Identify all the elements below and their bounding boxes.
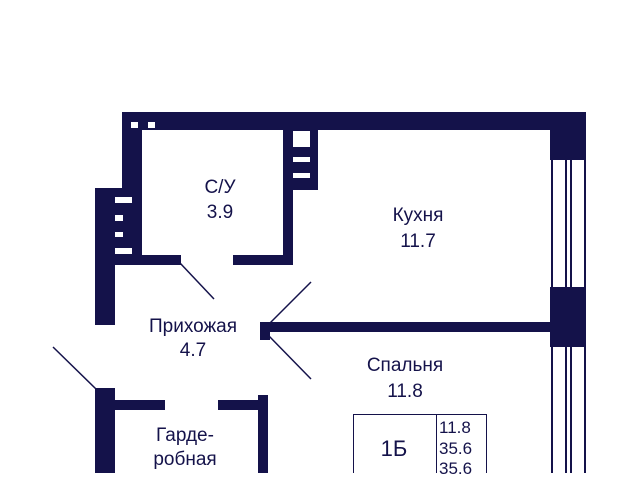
room-name-bathroom: С/У — [204, 177, 236, 198]
bathroom-bottom-wall-left — [95, 255, 181, 265]
wardrobe-right-wall — [258, 395, 268, 473]
apartment-type: 1Б — [380, 436, 408, 461]
room-area-bathroom: 3.9 — [206, 202, 234, 223]
legend-box — [353, 414, 487, 473]
room-name-kitchen: Кухня — [392, 205, 444, 226]
room-area-hallway: 4.7 — [179, 340, 207, 361]
walls — [95, 112, 586, 473]
right-wall-mid-block — [550, 287, 586, 347]
legend-value-total2: 35.6 — [439, 459, 473, 478]
legend-value-living: 11.8 — [439, 418, 471, 437]
legend-value-total: 35.6 — [439, 439, 473, 458]
bathroom-right-wall — [283, 128, 293, 265]
door-jamb — [260, 322, 270, 340]
kitchen-bedroom-wall — [262, 322, 552, 332]
right-wall-top-block — [550, 112, 586, 160]
door-swings — [52, 262, 312, 390]
room-area-kitchen: 11.7 — [400, 231, 436, 252]
wardrobe-top-wall-right — [218, 400, 264, 410]
wall-openings — [115, 122, 310, 254]
windows — [551, 160, 586, 473]
bathroom-bottom-wall-right — [233, 255, 293, 265]
room-name-wardrobe-line2: робная — [153, 449, 217, 470]
room-name-hallway: Прихожая — [148, 316, 238, 337]
top-wall — [122, 112, 586, 130]
room-name-bedroom: Спальня — [366, 355, 444, 376]
wardrobe-top-wall-left — [95, 400, 165, 410]
room-area-bedroom: 11.8 — [387, 381, 423, 402]
room-name-wardrobe: Гарде- — [156, 425, 214, 446]
